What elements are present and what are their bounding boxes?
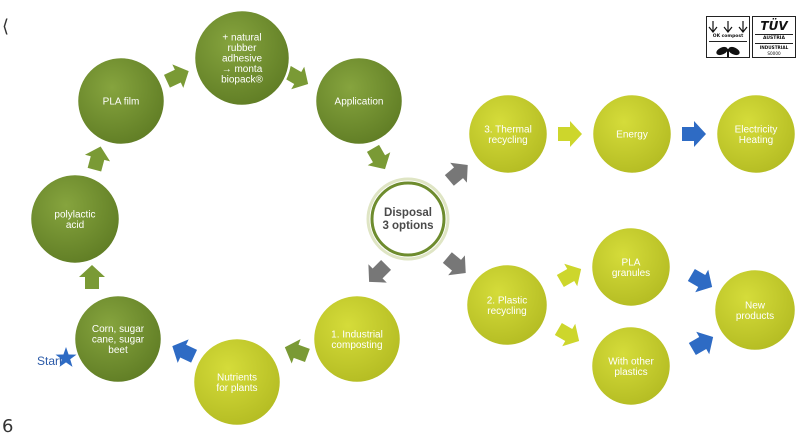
star-icon (55, 347, 77, 367)
node-label-line: With other (608, 356, 654, 367)
arrow-nutrients-to-corn (172, 339, 198, 363)
cert-code-text: S0000 (767, 51, 781, 56)
node-label-line: composting (331, 340, 382, 351)
arrow-otherplastics-to-newproducts (688, 331, 714, 356)
ok-compost-logo: OK compost (706, 16, 750, 58)
arrow-corn-to-polylactic (79, 265, 105, 289)
node-circle (75, 55, 167, 147)
node-circle (313, 55, 405, 147)
arrow-disposal-to-thermal (444, 162, 468, 186)
down-arrows-icon (708, 21, 748, 33)
node-label-line: PLA film (103, 97, 140, 108)
node-circle (191, 336, 283, 428)
node-label-line: 3. Thermal (484, 124, 532, 135)
arrow-disposal-to-plastic (442, 252, 466, 276)
node-label-line: cane, sugar (92, 335, 145, 346)
node-label-line: recycling (487, 306, 526, 317)
node-label-line: plastics (614, 367, 647, 378)
node-circle (28, 172, 122, 266)
node-label-line: Heating (739, 135, 773, 146)
node-circle (712, 267, 798, 353)
tuv-text: TÜV (760, 19, 788, 33)
node-label-line: PLA (622, 257, 641, 268)
arrow-plastic-to-otherplastics (554, 322, 580, 347)
corner-mark-top: ⟨ (2, 16, 10, 37)
arrow-granules-to-newproducts (687, 268, 713, 293)
arrow-thermal-to-energy (558, 121, 582, 147)
node-label-line: beet (108, 345, 128, 356)
arrow-polylactic-to-plafilm (84, 146, 111, 172)
austria-text: AUSTRIA (763, 36, 785, 41)
arrow-group-cycle (79, 64, 391, 364)
node-label-line: rubber (228, 43, 258, 54)
node-label-line: granules (612, 268, 650, 279)
node-circle (464, 262, 550, 348)
node-application: Application (313, 55, 405, 147)
industrial-text: INDUSTRIAL (759, 45, 789, 50)
plant-icon (716, 46, 740, 57)
arrow-plastic-to-granules (556, 263, 582, 288)
node-label-line: adhesive (222, 54, 262, 65)
node-label-line: Corn, sugar (92, 324, 145, 335)
node-label-line: for plants (216, 383, 257, 394)
arrow-rubber-to-application (283, 65, 309, 90)
corner-mark-bottom: 6 (2, 416, 14, 437)
arrow-composting-to-nutrients (284, 339, 310, 364)
node-label-line: Disposal (384, 207, 432, 219)
arrow-plafilm-to-rubber (163, 64, 189, 88)
node-label-line: recycling (488, 135, 527, 146)
certification-logos: OK compost TÜV AUSTRIA INDUSTRIAL S0000 (706, 16, 796, 58)
node-circle (589, 225, 673, 309)
node-label-line: 1. Industrial (331, 329, 383, 340)
node-label-line: polylactic (54, 209, 95, 220)
node-label-line: biopack® (221, 75, 263, 86)
node-circle (466, 92, 550, 176)
node-label-line: New (745, 300, 766, 311)
node-label-line: Application (335, 97, 384, 108)
arrow-energy-to-electricity (682, 121, 706, 147)
node-circle (192, 8, 292, 108)
node-circle (370, 181, 446, 257)
node-label-line: 3 options (382, 220, 433, 232)
node-circle (714, 92, 798, 176)
node-label-line: Nutrients (217, 372, 257, 383)
node-circle (311, 293, 403, 385)
node-pla-film: PLA film (75, 55, 167, 147)
arrow-disposal-to-composting (368, 259, 392, 283)
node-label-line: products (736, 311, 774, 322)
node-label-line: Energy (616, 130, 648, 141)
arrow-application-to-disposal (366, 144, 391, 170)
node-circle (72, 293, 164, 385)
ok-compost-text: OK compost (712, 34, 744, 39)
node-label-line: Electricity (735, 124, 778, 135)
node-circle (589, 324, 673, 408)
tuv-austria-logo: TÜV AUSTRIA INDUSTRIAL S0000 (752, 16, 796, 58)
node-energy: Energy (590, 92, 674, 176)
node-circle (590, 92, 674, 176)
node-label-line: acid (66, 220, 84, 231)
start-label: Start (37, 354, 63, 368)
node-label-line: 2. Plastic (487, 295, 528, 306)
node-label-line: + natural (222, 33, 261, 44)
node-label-line: → monta (222, 64, 263, 75)
arrow-group-disposal (368, 121, 714, 356)
